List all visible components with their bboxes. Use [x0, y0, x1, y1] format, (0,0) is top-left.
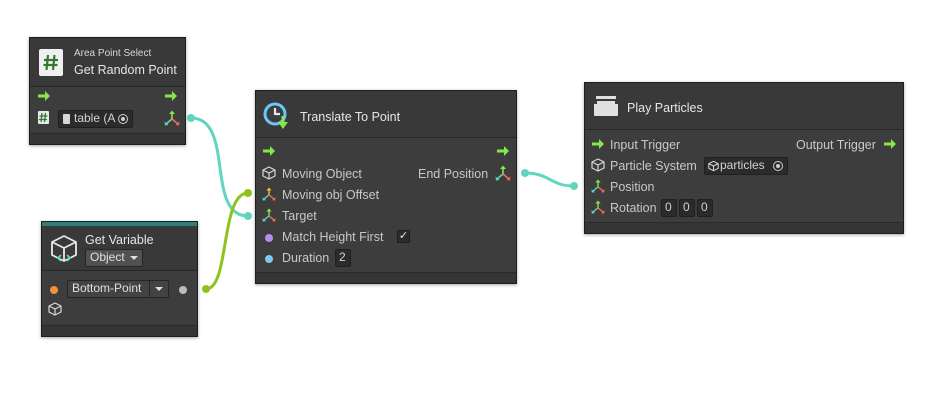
- node-title: Get Variable: [85, 233, 154, 247]
- flow-in-arrow-icon[interactable]: [262, 145, 276, 160]
- variable-name-dropdown[interactable]: Bottom-Point: [67, 280, 169, 298]
- node-title: Translate To Point: [300, 110, 401, 124]
- port-dot-position-in[interactable]: [570, 182, 578, 190]
- rotation-y-input[interactable]: 0: [679, 199, 695, 217]
- wire-random-point-to-target[interactable]: [190, 116, 249, 218]
- match-height-checkbox[interactable]: ✓: [397, 230, 410, 243]
- node-title: Get Random Point: [74, 63, 177, 77]
- node-translate-to-point[interactable]: Translate To Point Moving Object End Pos…: [255, 90, 517, 284]
- node-get-variable[interactable]: Get Variable Object Bottom-Point: [41, 221, 198, 337]
- vector-axes-icon[interactable]: [495, 165, 511, 184]
- clock-arrow-icon: [261, 100, 295, 135]
- flow-out-arrow-icon[interactable]: [883, 138, 897, 153]
- port-label-rotation: Rotation: [610, 201, 657, 215]
- cube-icon: [708, 160, 719, 174]
- duration-input[interactable]: 2: [335, 249, 351, 267]
- vector-axes-icon[interactable]: [591, 200, 605, 217]
- port-label-end-position: End Position: [418, 167, 489, 181]
- port-label-moving-object: Moving Object: [282, 167, 362, 181]
- small-hash-icon: [38, 111, 49, 124]
- script-file-icon: [63, 114, 70, 124]
- rotation-z-input[interactable]: 0: [697, 199, 713, 217]
- flow-in-arrow-icon[interactable]: [591, 138, 605, 153]
- vector-axes-icon[interactable]: [262, 208, 276, 225]
- hash-icon: [39, 49, 63, 76]
- flow-out-arrow-icon[interactable]: [496, 145, 510, 160]
- cube-code-icon: [48, 233, 80, 268]
- node-get-random-point[interactable]: Area Point Select Get Random Point table…: [29, 37, 186, 145]
- port-dot-icon[interactable]: [265, 255, 273, 263]
- object-field[interactable]: table (A: [58, 110, 133, 128]
- variable-type-value: Object: [90, 250, 125, 264]
- particle-system-value: particles: [720, 158, 765, 172]
- flow-out-arrow-icon[interactable]: [164, 90, 178, 105]
- port-label-moving-offset: Moving obj Offset: [282, 188, 380, 202]
- node-play-particles[interactable]: Play Particles Input Trigger Output Trig…: [584, 82, 904, 234]
- flow-in-arrow-icon[interactable]: [37, 90, 51, 105]
- node-title: Play Particles: [627, 101, 703, 115]
- port-label-match-height: Match Height First: [282, 230, 384, 244]
- object-picker-icon[interactable]: [118, 114, 128, 124]
- object-picker-icon[interactable]: [773, 161, 783, 171]
- wire-end-position-to-particles-position[interactable]: [524, 171, 575, 188]
- port-dot-random-out[interactable]: [187, 114, 195, 122]
- cube-icon: [262, 166, 276, 183]
- port-dot-target-in[interactable]: [244, 212, 252, 220]
- port-label-position: Position: [610, 180, 655, 194]
- port-dot-variable-out[interactable]: [202, 285, 210, 293]
- port-dot-icon[interactable]: [265, 234, 273, 242]
- variable-name-value: Bottom-Point: [72, 281, 142, 295]
- vector-axes-icon[interactable]: [164, 110, 180, 129]
- vector-axes-icon[interactable]: [591, 179, 605, 196]
- object-field-value: table (A: [74, 111, 116, 125]
- cube-icon: [591, 158, 605, 175]
- particle-system-field[interactable]: particles: [704, 157, 788, 175]
- chevron-down-icon: [130, 256, 138, 260]
- vector-axes-icon[interactable]: [262, 187, 276, 204]
- port-label-duration: Duration: [282, 251, 330, 265]
- wire-variable-to-moving-object[interactable]: [205, 191, 249, 291]
- node-header[interactable]: [585, 83, 903, 129]
- port-label-target: Target: [282, 209, 317, 223]
- cube-icon: [48, 302, 62, 319]
- node-subtitle: Area Point Select: [74, 48, 152, 59]
- port-dot-icon[interactable]: [179, 286, 187, 294]
- port-label-output-trigger: Output Trigger: [796, 138, 876, 152]
- port-dot-icon[interactable]: [50, 286, 58, 294]
- particles-icon: [592, 94, 620, 123]
- variable-type-dropdown[interactable]: Object: [85, 249, 143, 267]
- chevron-down-icon: [155, 287, 163, 291]
- port-label-particle-system: Particle System: [610, 159, 697, 173]
- rotation-x-input[interactable]: 0: [661, 199, 677, 217]
- node-header[interactable]: [256, 91, 516, 137]
- port-label-input-trigger: Input Trigger: [610, 138, 681, 152]
- port-dot-end-position-out[interactable]: [521, 169, 529, 177]
- port-dot-moving-in[interactable]: [244, 189, 252, 197]
